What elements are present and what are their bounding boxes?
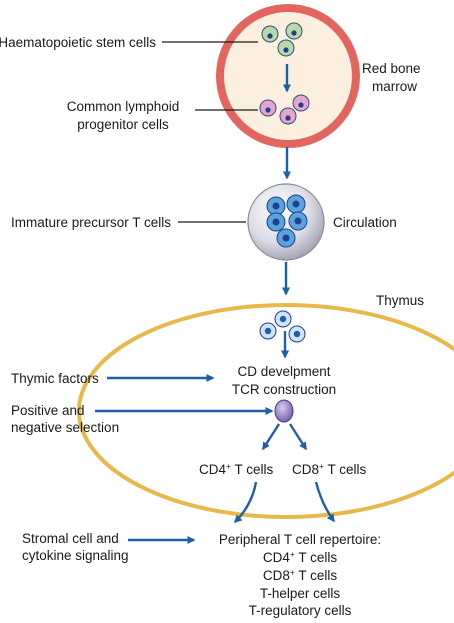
thymic-cell-cluster — [259, 310, 306, 343]
label-thymus: Thymus — [376, 293, 424, 308]
label-precursor: Immature precursor T cells — [11, 215, 171, 230]
arrow-cd8-to-repertoire — [314, 481, 335, 523]
nucleus — [282, 234, 290, 242]
label-cd-development: CD develpment — [237, 364, 330, 379]
label-cd4-thymus: CD4+ T cells — [199, 461, 274, 477]
nucleus — [283, 47, 289, 53]
nucleus — [293, 330, 301, 338]
label-tcr: TCR construction — [232, 382, 336, 397]
label-circulation: Circulation — [333, 215, 397, 230]
nucleus — [285, 115, 291, 121]
nucleus — [264, 327, 272, 335]
circulation — [247, 183, 325, 261]
label-lymphoid-1: Common lymphoid — [67, 99, 180, 114]
circulation-circle — [247, 183, 325, 261]
nucleus — [292, 200, 300, 208]
arrow-to-cd4 — [261, 423, 281, 451]
nucleus — [267, 33, 273, 39]
label-cd8-thymus: CD8+ T cells — [292, 461, 367, 477]
selected-cell — [274, 399, 294, 423]
label-marrow-2: marrow — [372, 79, 417, 94]
red-bone-marrow — [216, 4, 360, 148]
nucleus — [291, 30, 297, 36]
arrow-to-cd8 — [288, 423, 308, 451]
nucleus — [298, 102, 304, 108]
label-repertoire-title: Peripheral T cell repertoire: — [219, 532, 381, 547]
stem-cell-cluster — [261, 22, 303, 57]
label-marrow-1: Red bone — [362, 61, 421, 76]
label-lymphoid-2: progenitor cells — [77, 117, 169, 132]
label-stromal-2: cytokine signaling — [22, 548, 129, 563]
nucleus — [272, 218, 280, 226]
label-repertoire-cd8: CD8+ T cells — [263, 567, 338, 583]
nucleus — [279, 315, 287, 323]
label-selection-1: Positive and — [11, 403, 85, 418]
nucleus — [265, 107, 271, 113]
label-selection-2: negative selection — [11, 420, 119, 435]
label-stem-cells: Haematopoietic stem cells — [0, 35, 156, 50]
lymphoid-cell-cluster — [259, 94, 310, 125]
label-t-regulatory: T-regulatory cells — [249, 603, 352, 618]
label-stromal-1: Stromal cell and — [22, 531, 119, 546]
arrow-cd4-to-repertoire — [233, 481, 258, 524]
label-repertoire-cd4: CD4+ T cells — [263, 549, 338, 565]
nucleus — [294, 217, 302, 225]
nucleus — [272, 202, 280, 210]
label-t-helper: T-helper cells — [260, 586, 341, 601]
label-thymic-factors: Thymic factors — [11, 371, 99, 386]
